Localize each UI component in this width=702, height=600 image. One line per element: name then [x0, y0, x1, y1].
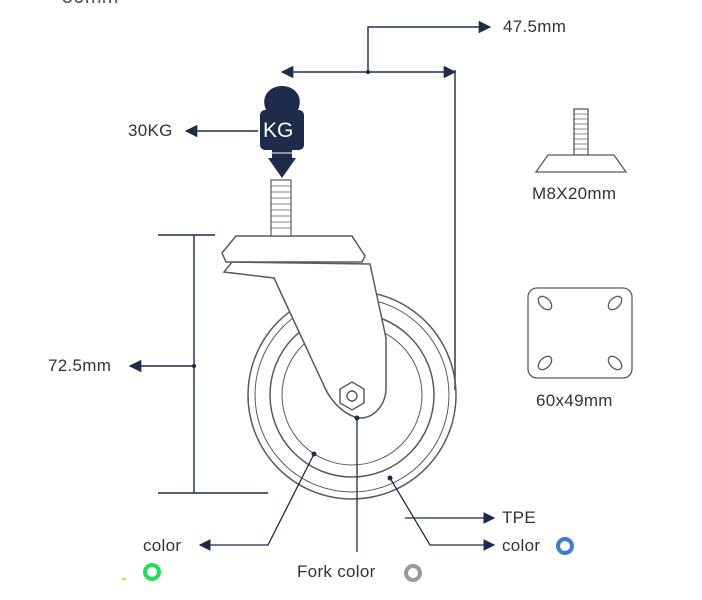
- load-label: 30KG: [128, 121, 173, 140]
- threaded-stem: [270, 179, 292, 237]
- small-green-mark: [122, 578, 126, 580]
- stem-size-label: M8X20mm: [532, 184, 617, 203]
- offset-label: 47.5mm: [503, 17, 567, 36]
- stem-side-view: [534, 108, 628, 173]
- core-color-label: color: [143, 536, 182, 555]
- fork-bracket: [221, 235, 387, 419]
- tread-color-dot: [556, 537, 574, 555]
- kettlebell-kg-icon: [260, 86, 304, 178]
- fork-color-dot: [404, 564, 422, 582]
- plate-size-label: 60x49mm: [536, 391, 613, 410]
- axle-hex-bolt: [339, 381, 365, 411]
- tread-color-label: color: [502, 536, 541, 555]
- top-plate-view: [527, 287, 633, 379]
- top-cut-label: 50mm: [62, 0, 119, 9]
- core-color-dot: [143, 563, 161, 581]
- kg-badge-text: KG: [263, 119, 294, 142]
- height-dimension: [128, 234, 268, 494]
- height-label: 72.5mm: [48, 356, 112, 375]
- offset-dimension: [280, 20, 492, 390]
- leader-lines: [198, 415, 496, 552]
- wheel-material-label: TPE: [502, 508, 536, 527]
- fork-color-label: Fork color: [297, 562, 376, 581]
